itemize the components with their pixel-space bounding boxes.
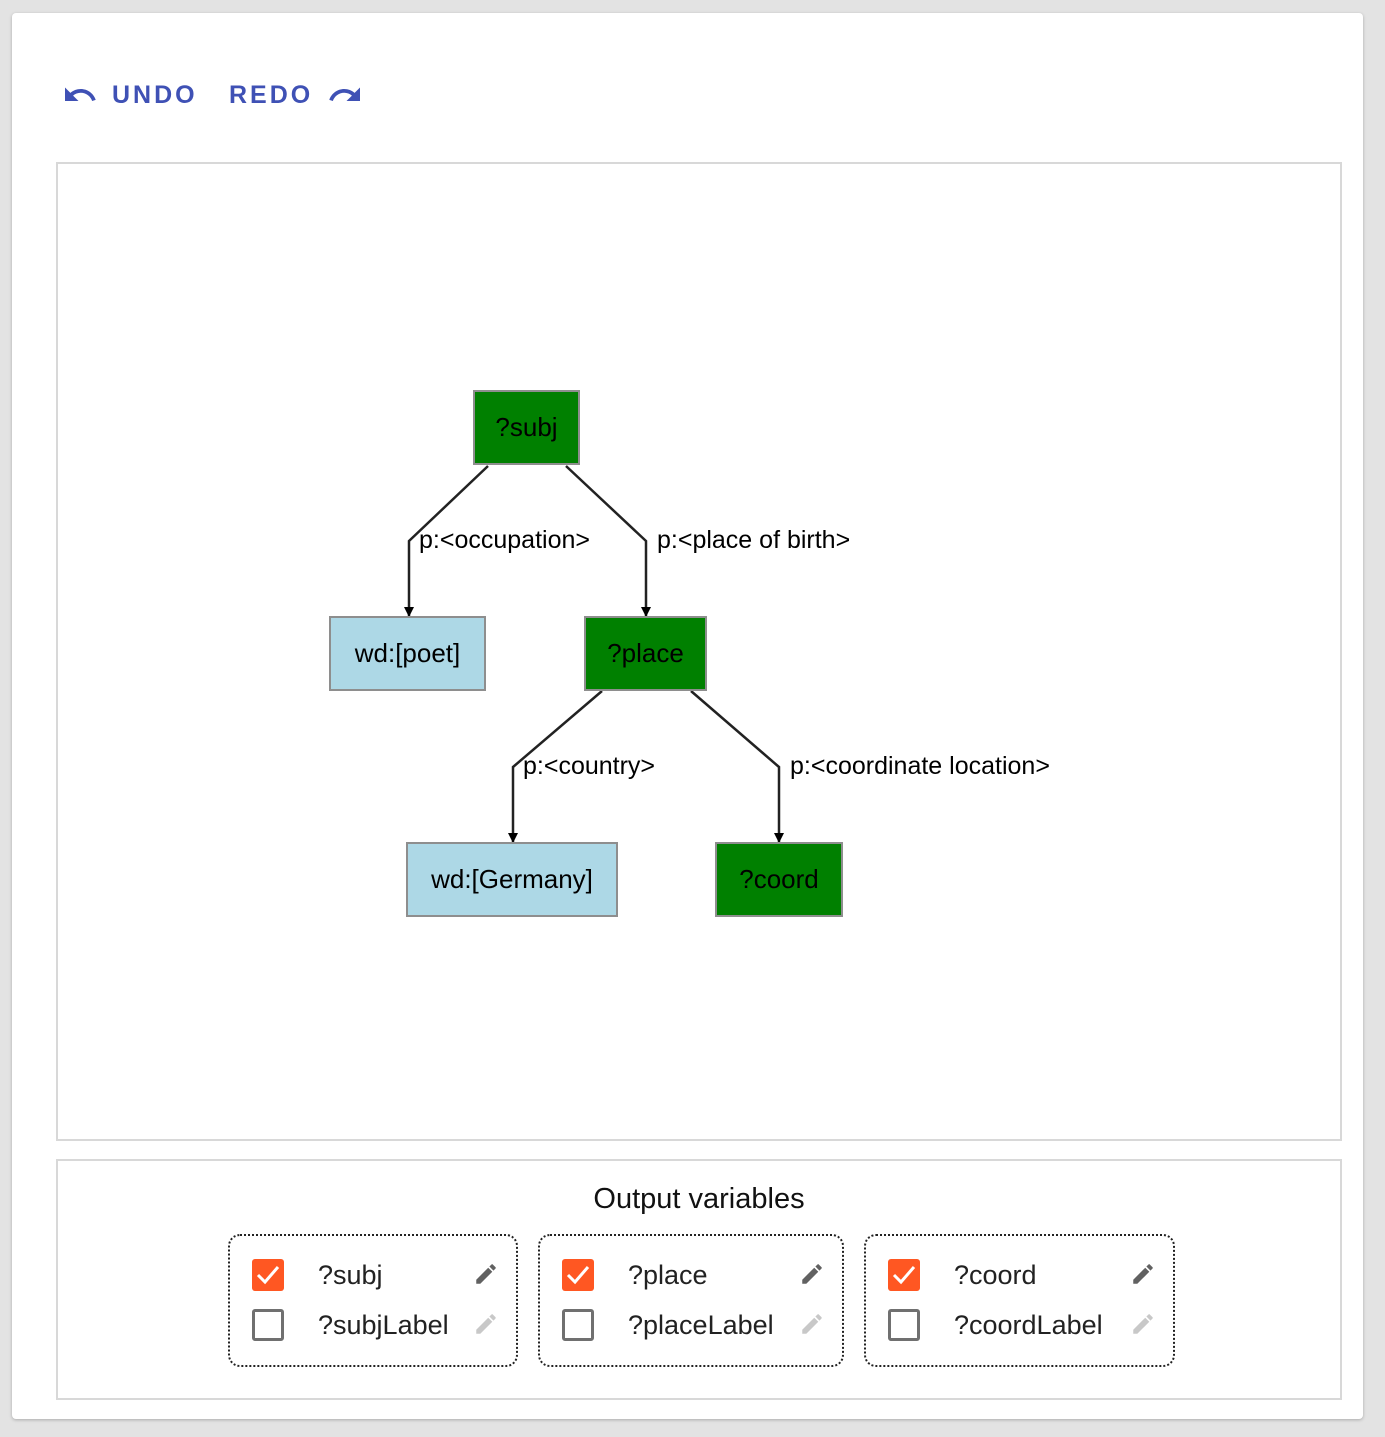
- variable-row: ?subjLabel: [230, 1305, 516, 1345]
- checkbox-coord[interactable]: [888, 1259, 920, 1291]
- edge-occupation: [404, 465, 489, 617]
- output-variables-panel: Output variables ?subj ?subjLabel: [56, 1159, 1342, 1400]
- graph-node-germany[interactable]: wd:[Germany]: [406, 842, 618, 917]
- edge-place-of-birth: [565, 465, 651, 617]
- node-label: ?subj: [495, 412, 558, 442]
- checkbox-placeLabel[interactable]: [562, 1309, 594, 1341]
- pencil-icon[interactable]: [473, 1261, 499, 1287]
- variable-group-subj: ?subj ?subjLabel: [228, 1234, 518, 1367]
- variable-label: ?coord: [954, 1260, 1037, 1290]
- variable-label: ?subj: [318, 1260, 383, 1290]
- query-graph-canvas[interactable]: ?subj wd:[poet] ?place wd:[Germany] ?coo…: [56, 162, 1342, 1141]
- checkbox-place[interactable]: [562, 1259, 594, 1291]
- checkmark-icon: [892, 1266, 916, 1285]
- variable-row: ?subj: [230, 1255, 516, 1295]
- node-label: ?coord: [739, 864, 819, 894]
- variable-label: ?coordLabel: [954, 1310, 1103, 1340]
- edge-coordinate-location: [690, 690, 784, 843]
- checkmark-icon: [256, 1266, 280, 1285]
- redo-button[interactable]: REDO: [229, 77, 363, 113]
- checkbox-coordLabel[interactable]: [888, 1309, 920, 1341]
- redo-label: REDO: [229, 80, 314, 109]
- variable-row: ?coord: [866, 1255, 1173, 1295]
- edge-country: [508, 690, 603, 843]
- variable-label: ?placeLabel: [628, 1310, 774, 1340]
- pencil-icon: [1133, 1314, 1153, 1334]
- graph-node-subj[interactable]: ?subj: [473, 390, 580, 465]
- pencil-icon: [476, 1314, 496, 1334]
- pencil-icon[interactable]: [1130, 1261, 1156, 1287]
- edge-label-occupation[interactable]: p:<occupation>: [419, 526, 590, 554]
- graph-node-coord[interactable]: ?coord: [715, 842, 843, 917]
- variable-row: ?place: [540, 1255, 842, 1295]
- graph-edges: [404, 465, 784, 843]
- edge-label-coordinate-location[interactable]: p:<coordinate location>: [790, 752, 1050, 780]
- pencil-icon[interactable]: [799, 1261, 825, 1287]
- undo-button[interactable]: UNDO: [62, 77, 198, 113]
- checkbox-subj[interactable]: [252, 1259, 284, 1291]
- graph-node-place[interactable]: ?place: [584, 616, 707, 691]
- node-label: wd:[Germany]: [431, 864, 593, 894]
- variable-row: ?placeLabel: [540, 1305, 842, 1345]
- edge-label-country[interactable]: p:<country>: [523, 752, 656, 780]
- variable-label: ?subjLabel: [318, 1310, 449, 1340]
- editor-card: UNDO REDO ?subj wd:[poet] ?place: [12, 13, 1363, 1419]
- variable-label: ?place: [628, 1260, 708, 1290]
- edge-label-place-of-birth[interactable]: p:<place of birth>: [657, 526, 851, 554]
- redo-icon: [329, 87, 361, 101]
- node-label: ?place: [607, 638, 684, 668]
- graph-node-poet[interactable]: wd:[poet]: [329, 616, 486, 691]
- variable-row: ?coordLabel: [866, 1305, 1173, 1345]
- undo-label: UNDO: [112, 80, 198, 109]
- pencil-icon: [802, 1314, 822, 1334]
- variable-group-place: ?place ?placeLabel: [538, 1234, 844, 1367]
- undo-icon: [65, 87, 96, 101]
- checkbox-subjLabel[interactable]: [252, 1309, 284, 1341]
- variable-group-coord: ?coord ?coordLabel: [864, 1234, 1175, 1367]
- output-variables-title: Output variables: [593, 1183, 805, 1215]
- checkmark-icon: [566, 1266, 590, 1285]
- node-label: wd:[poet]: [354, 638, 461, 668]
